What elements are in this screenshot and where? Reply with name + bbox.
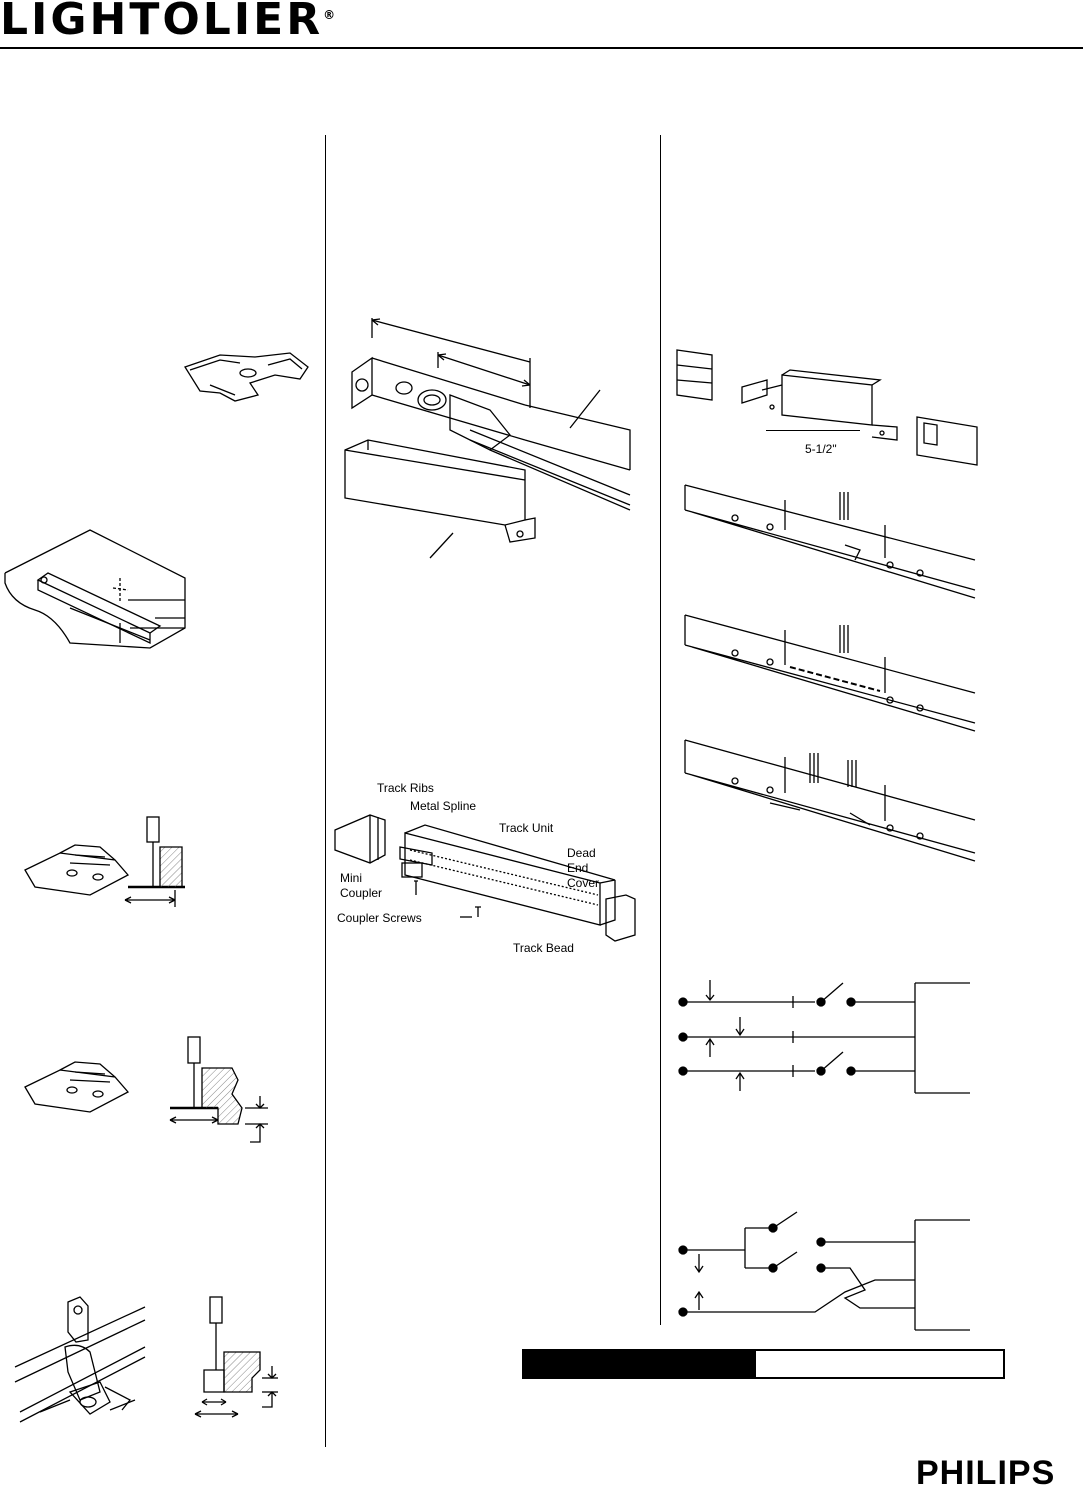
header-rule — [0, 47, 1083, 49]
label-dead-end-cover: Dead End Cover — [567, 846, 600, 890]
grid-clip-figure — [10, 1292, 150, 1434]
label-track-unit: Track Unit — [499, 821, 554, 835]
track-assembly-figure — [330, 795, 650, 960]
grid-clip-section-figure — [190, 1292, 300, 1437]
ceiling-track-figure — [0, 528, 200, 653]
black-white-bar — [522, 1349, 1005, 1379]
column-divider-right — [660, 135, 661, 1325]
dimension-spacing-label: 5-1/2" — [805, 442, 837, 456]
lightolier-logo: LIGHTOLIER® — [0, 0, 335, 45]
brand-name: LIGHTOLIER — [0, 0, 324, 45]
feed-box-figure — [340, 310, 640, 570]
label-metal-spline: Metal Spline — [410, 799, 477, 813]
clip-detail-figure-2 — [20, 1032, 275, 1147]
track-wiring-figure-1 — [680, 470, 980, 605]
mounting-clip-figure — [180, 345, 315, 405]
bar-black-segment — [524, 1351, 756, 1377]
clip-detail-figure-1 — [20, 815, 220, 910]
wiring-diagram-two-circuit — [675, 1210, 975, 1335]
column-divider-left — [325, 135, 326, 1447]
label-track-ribs: Track Ribs — [377, 781, 434, 795]
track-wiring-figure-3 — [680, 735, 980, 875]
label-mini-coupler: Mini Coupler — [340, 871, 383, 900]
registered-mark: ® — [323, 8, 336, 22]
track-joint-figure — [672, 345, 982, 470]
label-coupler-screws: Coupler Screws — [337, 911, 422, 925]
bar-white-segment — [756, 1351, 1003, 1377]
philips-logo: PHILIPS — [916, 1454, 1056, 1492]
wiring-diagram-three-circuit — [675, 975, 975, 1095]
label-track-bead: Track Bead — [513, 941, 574, 955]
track-wiring-figure-2 — [680, 605, 980, 735]
dimension-spacing-line — [766, 430, 860, 431]
